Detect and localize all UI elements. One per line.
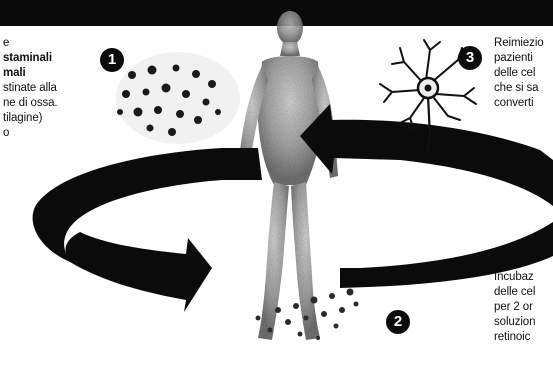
right-bottom-caption-line-1: Incubaz (494, 270, 535, 285)
right-bottom-caption-line-5: retinoic (494, 330, 535, 345)
stem-cell-cluster-icon (116, 52, 240, 144)
step-2-badge: 2 (386, 310, 410, 334)
step-3-badge: 3 (458, 46, 482, 70)
right-top-caption-line-2: pazienti (494, 51, 544, 66)
right-top-caption-line-4: che si sa (494, 81, 544, 96)
left-caption-line-6: tilagine) (3, 111, 58, 126)
left-caption: e staminali mali stinate alla ne di ossa… (3, 36, 58, 141)
left-caption-line-4: stinate alla (3, 81, 58, 96)
left-caption-line-1: e (3, 36, 58, 51)
return-arrow-icon (300, 104, 553, 288)
left-caption-line-3: mali (3, 66, 58, 81)
right-top-caption-line-3: delle cel (494, 66, 544, 81)
left-caption-line-2: staminali (3, 51, 58, 66)
right-bottom-caption: Incubaz delle cel per 2 or soluzion reti… (494, 270, 535, 345)
right-top-caption-line-1: Reimiezio (494, 36, 544, 51)
right-top-caption: Reimiezio pazienti delle cel che si sa c… (494, 36, 544, 111)
left-caption-line-7: o (3, 126, 58, 141)
cycle-arrow-icon (33, 148, 262, 312)
step-1-badge: 1 (100, 48, 124, 72)
right-bottom-caption-line-3: per 2 or (494, 300, 535, 315)
right-bottom-caption-line-2: delle cel (494, 285, 535, 300)
right-top-caption-line-5: converti (494, 96, 544, 111)
left-caption-line-5: ne di ossa. (3, 96, 58, 111)
right-bottom-caption-line-4: soluzion (494, 315, 535, 330)
